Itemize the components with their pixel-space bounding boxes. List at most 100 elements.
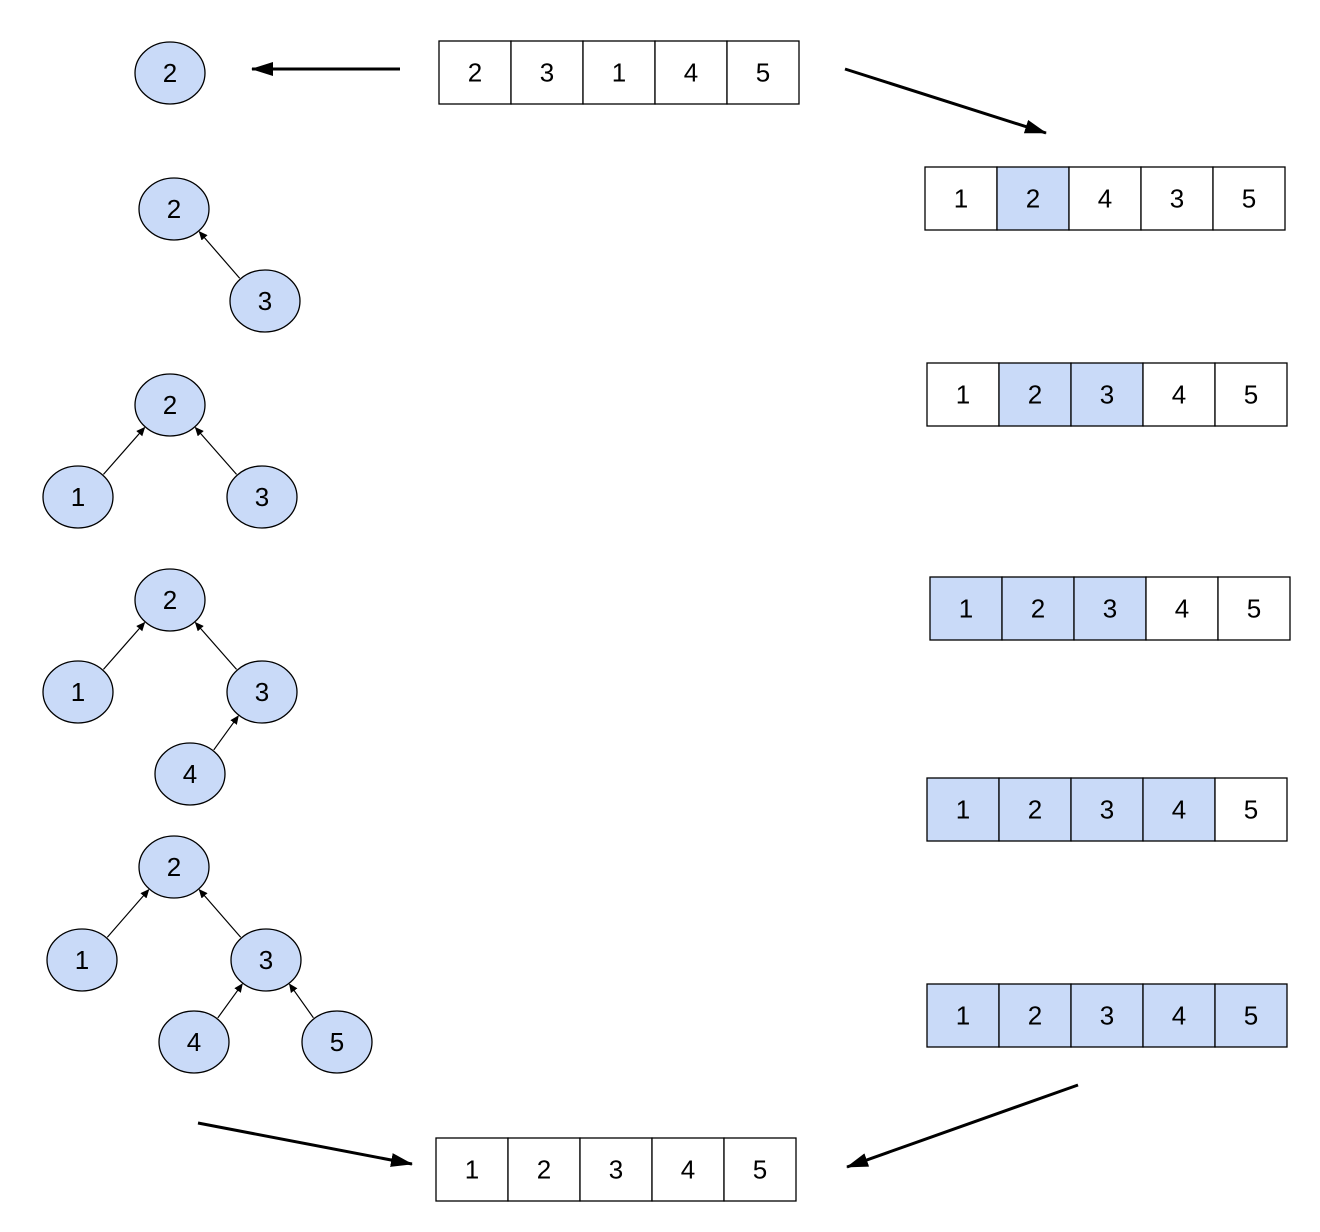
array-cell xyxy=(438,40,512,105)
tree-edge xyxy=(198,230,241,279)
tree-node-label: 3 xyxy=(258,286,272,316)
arrows-layer xyxy=(197,62,1079,1169)
array-cell-highlighted xyxy=(926,983,1000,1048)
tree-node-label: 1 xyxy=(71,482,85,512)
array-cell xyxy=(924,166,998,231)
tree-node-circle xyxy=(138,835,210,899)
array-cell-value: 2 xyxy=(537,1155,551,1185)
array-cell-highlighted xyxy=(926,777,1000,842)
input-array: 2 3 1 4 5 xyxy=(438,40,800,105)
array-cell-value: 4 xyxy=(681,1155,695,1185)
array-cell-value: 1 xyxy=(465,1155,479,1185)
array-cell xyxy=(507,1137,581,1202)
arrow-from-tree-to-output xyxy=(197,1121,413,1167)
tree-node-label: 2 xyxy=(163,390,177,420)
array-cell-value: 4 xyxy=(1175,594,1189,624)
array-cell-value: 1 xyxy=(954,184,968,214)
tree-2-node: 3 xyxy=(226,465,298,529)
tree-edge xyxy=(194,426,237,475)
tree-3-node: 3 xyxy=(226,660,298,724)
array-cell-highlighted xyxy=(1070,777,1144,842)
array-cell-value: 5 xyxy=(1244,1001,1258,1031)
array-cell-value: 3 xyxy=(1170,184,1184,214)
tree-node-label: 2 xyxy=(163,58,177,88)
tree-node-circle xyxy=(138,177,210,241)
array-cell xyxy=(726,40,800,105)
tree-edge xyxy=(217,983,243,1019)
array-cell xyxy=(1214,777,1288,842)
array-cell xyxy=(510,40,584,105)
array-cell xyxy=(1214,362,1288,427)
tree-node-label: 2 xyxy=(163,585,177,615)
tree-edge xyxy=(198,888,242,938)
tree-node-circle xyxy=(42,465,114,529)
array-cell-value: 1 xyxy=(956,380,970,410)
array-cell xyxy=(1142,362,1216,427)
array-cell-value: 4 xyxy=(1172,1001,1186,1031)
array-cell-value: 5 xyxy=(1244,795,1258,825)
array-cell xyxy=(582,40,656,105)
arrow-to-first-step xyxy=(844,67,1047,135)
array-cell xyxy=(1212,166,1286,231)
array-cell-value: 2 xyxy=(1028,380,1042,410)
tree-edge xyxy=(213,715,239,751)
array-cell-value: 5 xyxy=(1244,380,1258,410)
array-cell-value: 4 xyxy=(1098,184,1112,214)
array-cell-value: 3 xyxy=(1103,594,1117,624)
tree-node-circle xyxy=(229,269,301,333)
tree-4-node: 2 xyxy=(138,835,210,899)
tree-4-node: 1 xyxy=(46,928,118,992)
array-cell-value: 2 xyxy=(1028,795,1042,825)
array-cell-value: 2 xyxy=(1031,594,1045,624)
array-cell-value: 1 xyxy=(959,594,973,624)
array-cell xyxy=(435,1137,509,1202)
tree-1-node: 3 xyxy=(229,269,301,333)
array-cell-value: 1 xyxy=(956,795,970,825)
tree-node-circle xyxy=(230,928,302,992)
tree-node-label: 3 xyxy=(259,945,273,975)
array-cell-value: 1 xyxy=(612,58,626,88)
step-array-1: 1 2 4 3 5 xyxy=(924,166,1286,231)
single-node: 2 xyxy=(134,41,206,105)
tree-node-label: 4 xyxy=(187,1027,201,1057)
tree-node-label: 3 xyxy=(255,677,269,707)
tree-node-circle xyxy=(158,1010,230,1074)
array-cell-value: 3 xyxy=(1100,795,1114,825)
tree-3-node: 2 xyxy=(134,568,206,632)
array-cell-value: 5 xyxy=(1242,184,1256,214)
tree-node-circle xyxy=(42,660,114,724)
array-cell xyxy=(1145,576,1219,641)
array-cell-highlighted xyxy=(996,166,1070,231)
tree-node-label: 5 xyxy=(330,1027,344,1057)
array-cell-value: 2 xyxy=(468,58,482,88)
tree-node-label: 1 xyxy=(71,677,85,707)
tree-4-node: 3 xyxy=(230,928,302,992)
tree-2-node: 2 xyxy=(134,373,206,437)
tree-node-label: 3 xyxy=(255,482,269,512)
tree-node-circle xyxy=(154,742,226,806)
array-cell-value: 4 xyxy=(684,58,698,88)
tree-node-circle xyxy=(226,465,298,529)
array-cell-value: 2 xyxy=(1026,184,1040,214)
tree-edge xyxy=(103,621,146,670)
array-cell-value: 4 xyxy=(1172,380,1186,410)
array-cell-value: 5 xyxy=(756,58,770,88)
array-cell xyxy=(651,1137,725,1202)
array-cell-value: 1 xyxy=(956,1001,970,1031)
array-cell-value: 3 xyxy=(540,58,554,88)
array-cell xyxy=(579,1137,653,1202)
tree-node-label: 4 xyxy=(183,759,197,789)
array-cell-highlighted xyxy=(1070,362,1144,427)
tree-4-node: 4 xyxy=(158,1010,230,1074)
tree-node-circle xyxy=(134,568,206,632)
array-cell xyxy=(654,40,728,105)
tree-node-label: 2 xyxy=(167,194,181,224)
tree-2-node: 1 xyxy=(42,465,114,529)
